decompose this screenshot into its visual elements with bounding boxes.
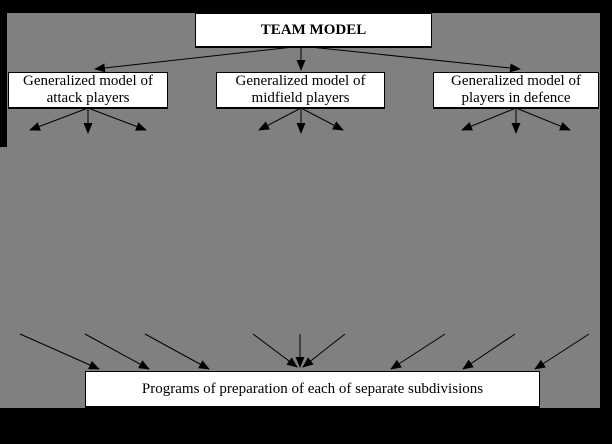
attack-label-line2: attack players: [46, 90, 130, 106]
node-programs-of-preparation: Programs of preparation of each of separ…: [85, 371, 540, 407]
defence-label-line2: players in defence: [461, 90, 571, 106]
node-team-model: TEAM MODEL: [195, 13, 432, 47]
team-model-label: TEAM MODEL: [260, 21, 367, 38]
programs-label: Programs of preparation of each of separ…: [141, 380, 484, 397]
node-midfield-players: Generalized model of midfield players: [216, 72, 385, 108]
defence-label-line1: Generalized model of: [451, 73, 581, 89]
attack-label-line1: Generalized model of: [23, 73, 153, 89]
midfield-label-line2: midfield players: [251, 90, 350, 106]
midfield-label-line1: Generalized model of: [235, 73, 366, 89]
node-attack-players: Generalized model of attack players: [8, 72, 168, 108]
left-edge-scan-strip: [0, 13, 7, 147]
node-defence-players: Generalized model of players in defence: [433, 72, 599, 108]
